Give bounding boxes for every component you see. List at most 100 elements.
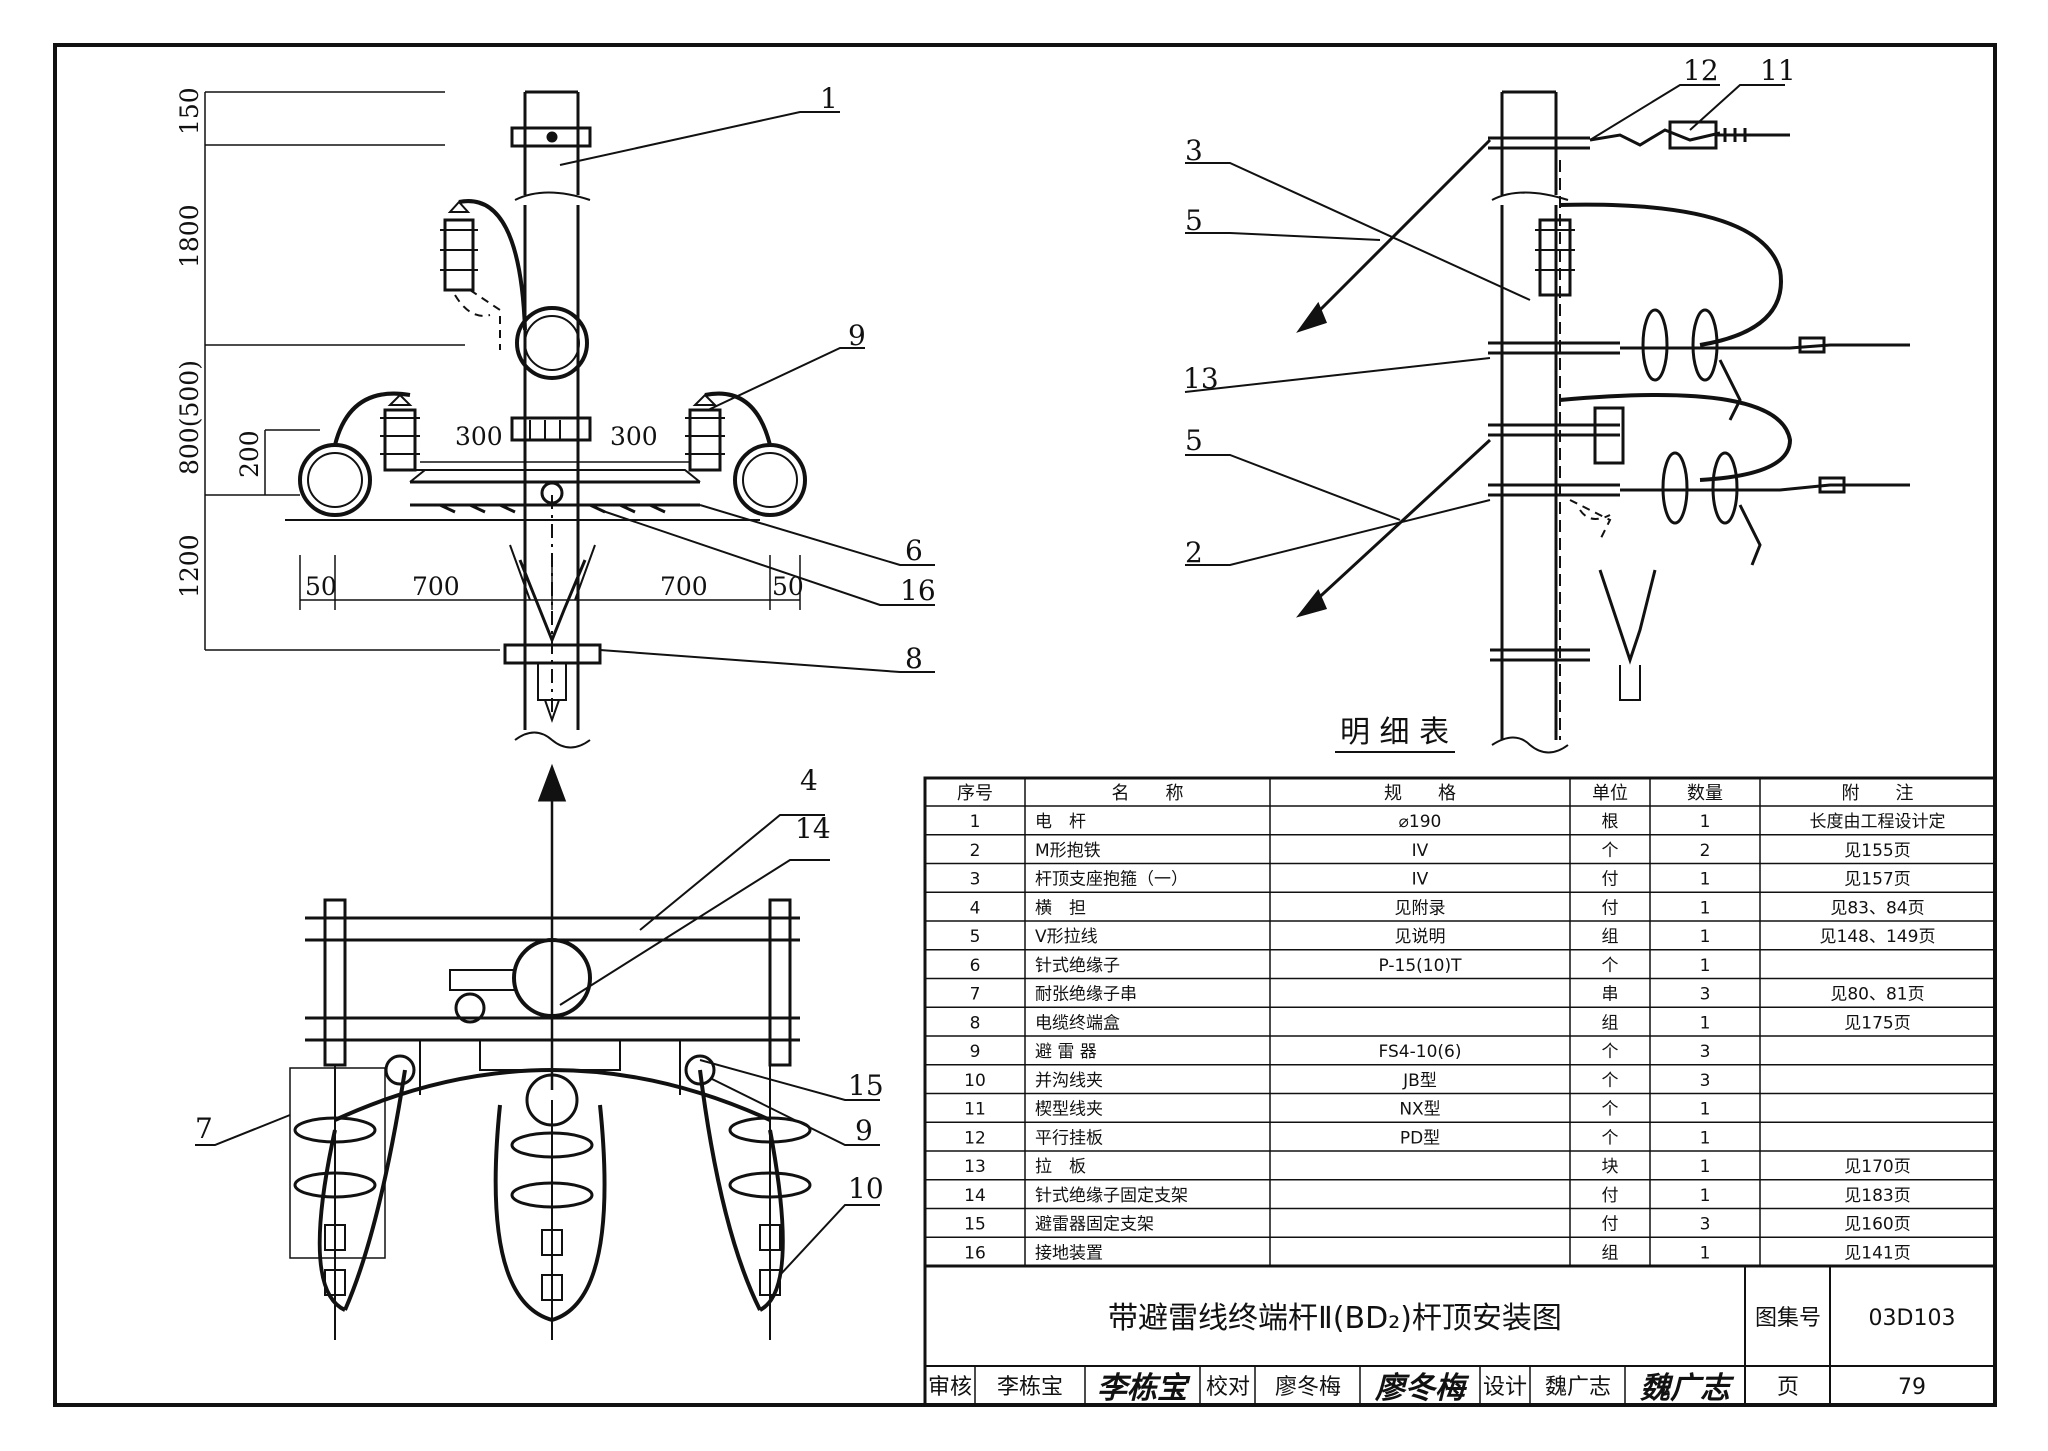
table-cell: 15 <box>964 1215 986 1235</box>
leader-8 <box>599 649 935 673</box>
table-cell: 3 <box>970 870 981 890</box>
table-cell: 1 <box>1700 1157 1711 1177</box>
right-insulator-disc-2 <box>728 1171 812 1199</box>
title-block-frame <box>923 1264 1997 1407</box>
leader-7 <box>195 1114 291 1146</box>
leader-12 <box>1589 84 1720 141</box>
dim-vertical-lines <box>204 92 266 650</box>
lower-clamp-drop <box>1738 504 1762 566</box>
leader-13 <box>1184 357 1491 393</box>
callout-plan-15: 15 <box>848 1069 884 1102</box>
table-cell: 楔型线夹 <box>1035 1100 1103 1120</box>
lower-insulator-1 <box>1661 451 1689 525</box>
arrester-supports-plan <box>419 1040 681 1095</box>
table-cell: 横 担 <box>1035 898 1086 918</box>
pole-body <box>523 205 580 730</box>
table-cell: 见160页 <box>1844 1215 1910 1235</box>
pole-band-top <box>510 126 592 148</box>
table-header-cell: 规 格 <box>1384 783 1456 804</box>
leader-15 <box>699 1059 880 1101</box>
table-cell: 组 <box>1602 1243 1619 1263</box>
side-top-bracket <box>1488 136 1590 150</box>
side-lower-arm <box>1488 483 1620 497</box>
table-cell: 避 雷 器 <box>1035 1042 1097 1062</box>
dim-50-left: 50 <box>305 572 337 601</box>
v-guy-lower-arrow <box>1295 589 1328 618</box>
right-strain-clamp-inner <box>742 452 798 508</box>
callout-side-5b: 5 <box>1185 424 1203 457</box>
table-cell: 9 <box>970 1042 981 1062</box>
table-cell: 付 <box>1602 898 1619 918</box>
leader-5-upper <box>1185 232 1381 241</box>
top-strain-clamp-inner <box>524 315 580 371</box>
table-cell: 10 <box>964 1071 986 1091</box>
table-cell: 见155页 <box>1844 841 1910 861</box>
callout-front-16: 16 <box>900 574 936 607</box>
upper-insulator-2 <box>1691 308 1719 382</box>
table-header-cell: 单位 <box>1592 783 1628 804</box>
table-header-cell: 数量 <box>1687 783 1723 804</box>
title-block-vertical-1 <box>1744 1266 1831 1405</box>
callout-side-5a: 5 <box>1185 204 1203 237</box>
arrester-upper-lead <box>458 199 527 331</box>
table-cell: 1 <box>1700 1128 1711 1148</box>
dim-300-right: 300 <box>610 422 658 451</box>
table-cell: 见157页 <box>1844 870 1910 890</box>
top-strain-clamp <box>515 306 589 380</box>
upper-insulator-1 <box>1641 308 1669 382</box>
arrester-leads-plan <box>343 1069 762 1311</box>
table-cell: 接地装置 <box>1035 1243 1103 1263</box>
jumper-right-outer <box>758 1129 785 1312</box>
table-cell: JB型 <box>1402 1071 1437 1091</box>
side-arrester <box>1538 218 1572 297</box>
dim-1800: 1800 <box>175 204 204 268</box>
left-strain-clamp-inner <box>307 452 363 508</box>
table-cell: 电缆终端盒 <box>1035 1013 1120 1033</box>
v-guy-lower <box>1298 438 1492 617</box>
table-cell: 付 <box>1602 1186 1619 1206</box>
reviewer-name: 李栋宝 <box>997 1375 1063 1400</box>
callout-front-8: 8 <box>905 642 923 675</box>
checker-signature: 廖冬梅 <box>1374 1371 1470 1406</box>
table-header-cell: 附 注 <box>1842 783 1914 804</box>
table-cell: 拉 板 <box>1035 1157 1086 1177</box>
side-mid-band <box>1488 423 1620 437</box>
table-cell: 1 <box>1700 870 1711 890</box>
side-cable-lead <box>1619 665 1641 701</box>
table-cell: 见183页 <box>1844 1186 1910 1206</box>
table-cell: 11 <box>964 1100 986 1120</box>
pole-band-mid <box>510 416 592 442</box>
table-cell: 根 <box>1602 812 1619 832</box>
table-cell: 4 <box>970 898 981 918</box>
side-elevation-view <box>1184 84 1910 754</box>
table-cell: 7 <box>970 985 981 1005</box>
dim-extension-lines <box>205 91 500 651</box>
leader-2 <box>1185 499 1491 566</box>
plan-view <box>195 763 880 1340</box>
arrester-upper-ground <box>454 289 501 350</box>
table-cell: 见80、81页 <box>1830 985 1924 1005</box>
callout-side-2: 2 <box>1185 536 1203 569</box>
front-elevation-view <box>204 90 935 749</box>
designer-signature: 魏广志 <box>1639 1371 1735 1406</box>
table-cell: 1 <box>1700 1100 1711 1120</box>
table-cell: 1 <box>1700 1013 1711 1033</box>
strain-string-box <box>289 1067 386 1259</box>
table-cell: 耐张绝缘子串 <box>1035 985 1137 1005</box>
table-cell: 1 <box>1700 956 1711 976</box>
table-header-cell: 序号 <box>957 783 993 804</box>
table-cell: IV <box>1412 870 1429 890</box>
upper-conductor-clamp <box>1798 336 1826 354</box>
callout-side-13: 13 <box>1183 362 1219 395</box>
table-cell: 16 <box>964 1243 986 1263</box>
callout-labels: 1 9 6 16 8 12 11 3 5 13 5 2 4 14 7 15 9 … <box>195 54 1796 1205</box>
cross-arm-top-edge <box>409 469 701 483</box>
leader-16 <box>599 509 935 606</box>
table-cell: 串 <box>1602 985 1619 1005</box>
arrester-upper-body <box>443 218 475 292</box>
side-pole-top <box>1500 90 1558 195</box>
v-guy-upper-arrow <box>1296 301 1328 333</box>
table-cell: 个 <box>1602 1100 1619 1120</box>
side-pole-break-lower <box>1491 736 1569 754</box>
